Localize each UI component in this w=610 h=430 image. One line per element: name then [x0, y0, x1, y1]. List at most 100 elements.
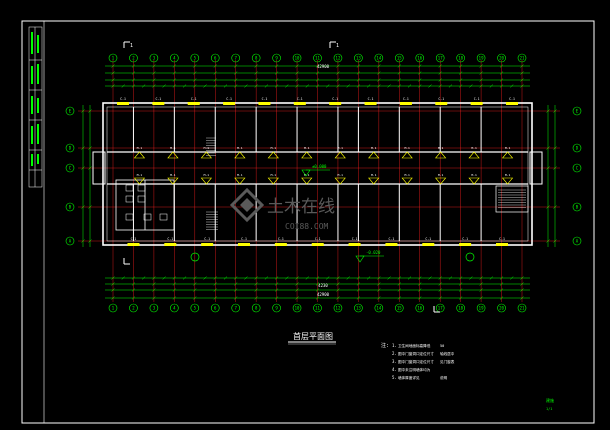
dimension-tick [141, 84, 146, 88]
axis-bubble-top [231, 53, 240, 63]
axis-label-bottom: 17 [438, 306, 443, 311]
toilet-fixture [125, 213, 134, 221]
overall-dimension-top: 42900 [317, 64, 330, 69]
left-title-strip-marks [31, 32, 39, 166]
door-south [401, 177, 413, 185]
axis-bubble-top [333, 53, 343, 63]
axis-bubble-top [456, 53, 465, 63]
axis-label-bottom: 13 [356, 306, 361, 311]
dimension-tick [285, 84, 289, 88]
door-north [334, 151, 346, 159]
axis-bubble-right [572, 236, 582, 246]
axis-label-top: 14 [376, 56, 381, 61]
window-bottom [348, 243, 361, 246]
window-bottom [385, 243, 398, 246]
axis-label-left: E [69, 109, 72, 114]
note-value: 说明 [440, 375, 448, 380]
dimension-tick [162, 276, 166, 280]
axis-bubble-bottom [517, 303, 527, 313]
axis-label-top: 21 [520, 56, 525, 61]
axis-label-top: 2 [132, 56, 135, 61]
axis-bubble-top [435, 53, 445, 63]
window-bottom [311, 243, 324, 246]
door-north [234, 151, 246, 159]
window-top [187, 102, 200, 105]
axis-label-right: C [576, 166, 579, 171]
axis-label-bottom: 4 [173, 306, 176, 311]
dimension-tick [346, 276, 350, 280]
window-top [329, 102, 342, 105]
axis-bubble-top [149, 53, 159, 63]
drawing-title: 首层平面图 [293, 331, 333, 341]
axis-label-top: 8 [255, 56, 258, 61]
door-tag-north: M-1 [304, 146, 310, 150]
window-tag-bottom: C-1 [204, 237, 210, 241]
window-bottom [274, 243, 287, 246]
dimension-tick [366, 84, 371, 88]
watermark: 土木在线 COI88.COM [229, 187, 335, 231]
dimension-tick [223, 276, 228, 280]
window-tag-top: C-1 [368, 97, 374, 101]
dimension-tick [244, 84, 248, 88]
window-tag-bottom: C-1 [167, 237, 173, 241]
door-tag-north: M-1 [338, 146, 344, 150]
axis-label-top: 17 [438, 56, 443, 61]
dimension-tick [121, 84, 125, 88]
window-tag-top: C-1 [297, 97, 303, 101]
svg-text:1: 1 [336, 43, 339, 49]
axis-label-top: 4 [173, 56, 176, 61]
axis-label-top: 19 [479, 56, 484, 61]
elevation-mark-center: ±0.000 [301, 164, 330, 177]
door-south [434, 177, 447, 185]
window-tag-bottom: C-1 [278, 237, 284, 241]
elevation-mark-bottom: -0.020 [355, 250, 384, 263]
axis-bubble-bottom [333, 303, 343, 313]
door-north [401, 151, 413, 159]
axis-bubble-top [517, 53, 527, 63]
axis-label-right: B [576, 205, 579, 210]
axis-label-top: 20 [499, 56, 504, 61]
axis-label-top: 7 [234, 56, 237, 61]
door-tag-south: M-1 [404, 173, 410, 177]
left-stair-wing [92, 151, 106, 185]
sub-dimension-bottom: 4230 [318, 283, 328, 288]
axis-bubble-left [65, 163, 75, 173]
door-tag-north: M-1 [404, 146, 410, 150]
axis-bubble-bottom [231, 303, 240, 313]
door-south [167, 177, 179, 185]
axis-bubble-right [572, 202, 582, 212]
axis-label-bottom: 2 [132, 306, 135, 311]
dimension-tick [428, 276, 432, 280]
right-stair-enclosure [495, 185, 529, 213]
window-tag-top: C-1 [403, 97, 409, 101]
door-tag-south: M-1 [137, 173, 143, 177]
dimension-tick [346, 84, 350, 88]
axis-label-top: 11 [315, 56, 320, 61]
axis-label-top: 6 [214, 56, 217, 61]
window-tag-top: C-1 [332, 97, 338, 101]
door-north [167, 151, 179, 159]
dimension-tick [469, 276, 473, 280]
dimension-tick [162, 84, 166, 88]
axis-bubble-top [354, 53, 363, 63]
axis-label-left: B [69, 205, 72, 210]
axis-label-bottom: 18 [458, 306, 463, 311]
dimension-tick [510, 84, 514, 88]
door-south [368, 177, 380, 185]
axis-label-bottom: 9 [275, 306, 278, 311]
note-value: 轴线居中 [440, 351, 455, 356]
axis-label-top: 3 [153, 56, 156, 61]
door-tag-north: M-1 [471, 146, 477, 150]
dimension-tick [182, 84, 187, 88]
axis-label-bottom: 1 [112, 306, 115, 311]
axis-bubble-left [65, 143, 75, 153]
axis-label-top: 5 [194, 56, 197, 61]
window-tag-top: C-1 [226, 97, 232, 101]
dimension-tick [469, 84, 473, 88]
door-tag-north: M-1 [271, 146, 277, 150]
axis-bubble-bottom [435, 303, 445, 313]
axis-bubble-top [272, 53, 281, 63]
